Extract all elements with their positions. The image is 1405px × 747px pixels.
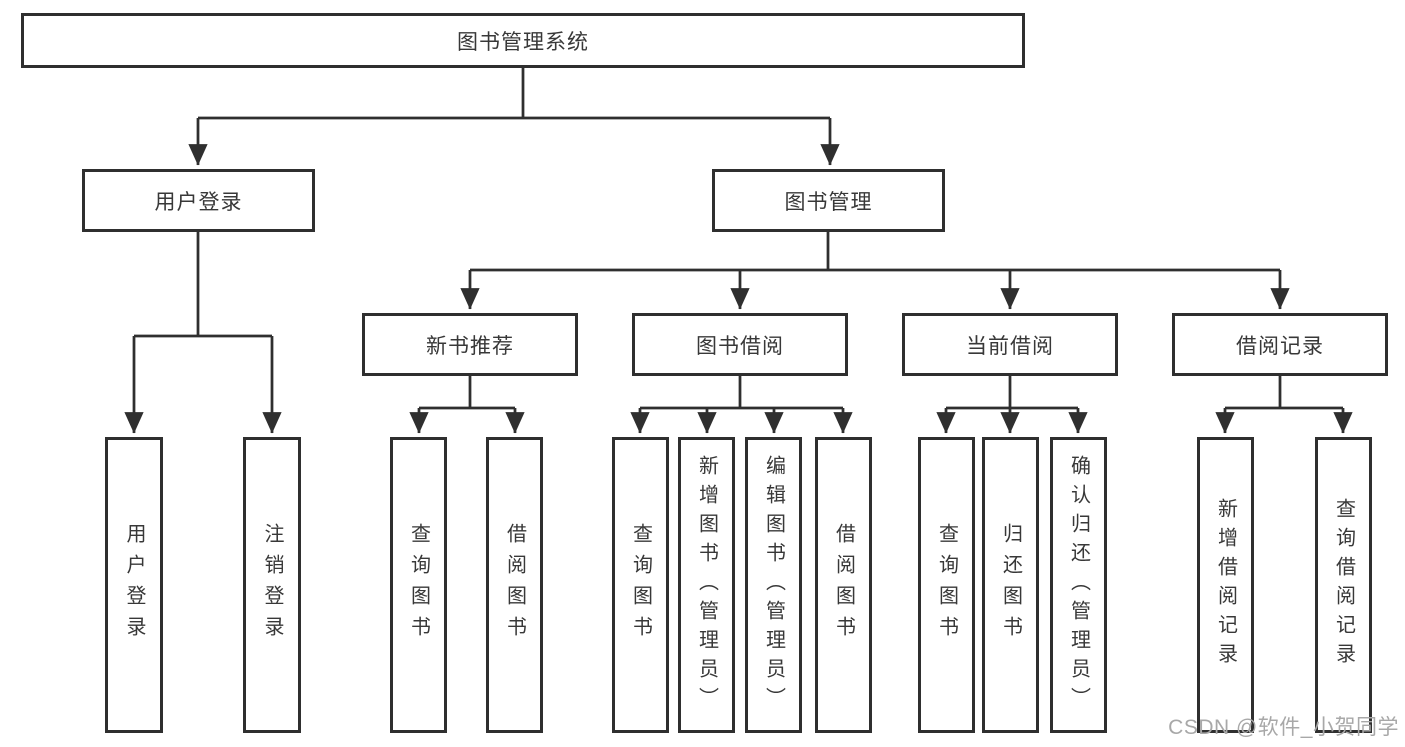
node-label: 新书推荐 [426,334,514,358]
node-label: 图书管理 [784,190,873,214]
node-label: 查询图书 [629,523,652,647]
node-leaf-edit-books-admin: 编辑图书（管理员） [745,437,802,733]
node-leaf-query-books-recommend: 查询图书 [390,437,447,733]
node-label: 借阅记录 [1236,334,1324,358]
node-leaf-return-books: 归还图书 [982,437,1039,733]
node-label: 新增图书（管理员） [695,454,718,716]
node-leaf-query-borrow-record: 查询借阅记录 [1315,437,1372,733]
node-current-borrowing: 当前借阅 [902,313,1118,376]
node-leaf-confirm-return-admin: 确认归还（管理员） [1050,437,1107,733]
node-label: 借阅图书 [832,523,855,647]
node-label: 图书管理系统 [457,30,589,54]
node-label: 借阅图书 [503,523,526,647]
node-label: 查询图书 [407,523,430,647]
node-label: 查询图书 [935,523,958,647]
node-leaf-borrow-books-recommend: 借阅图书 [486,437,543,733]
node-label: 新增借阅记录 [1214,498,1237,672]
node-label: 查询借阅记录 [1332,498,1355,672]
node-label: 确认归还（管理员） [1067,454,1090,716]
node-leaf-query-books-borrowing: 查询图书 [612,437,669,733]
node-leaf-add-books-admin: 新增图书（管理员） [678,437,735,733]
csdn-watermark: CSDN @软件_小贺同学 [1168,716,1399,739]
node-label: 归还图书 [999,523,1022,647]
node-label: 注销登录 [261,523,283,647]
node-library-management-system: 图书管理系统 [21,13,1025,68]
node-borrowing-records: 借阅记录 [1172,313,1388,376]
node-book-borrowing: 图书借阅 [632,313,848,376]
node-label: 用户登录 [123,523,145,647]
node-label: 编辑图书（管理员） [762,454,785,716]
node-user-login-branch: 用户登录 [82,169,315,232]
node-label: 图书借阅 [696,334,784,358]
node-leaf-query-books-current: 查询图书 [918,437,975,733]
node-label: 当前借阅 [966,334,1054,358]
node-leaf-add-borrow-record: 新增借阅记录 [1197,437,1254,733]
node-leaf-borrow-books: 借阅图书 [815,437,872,733]
node-leaf-logout: 注销登录 [243,437,301,733]
node-new-book-recommendation: 新书推荐 [362,313,578,376]
node-leaf-user-login: 用户登录 [105,437,163,733]
node-book-management: 图书管理 [712,169,945,232]
node-label: 用户登录 [154,190,243,214]
